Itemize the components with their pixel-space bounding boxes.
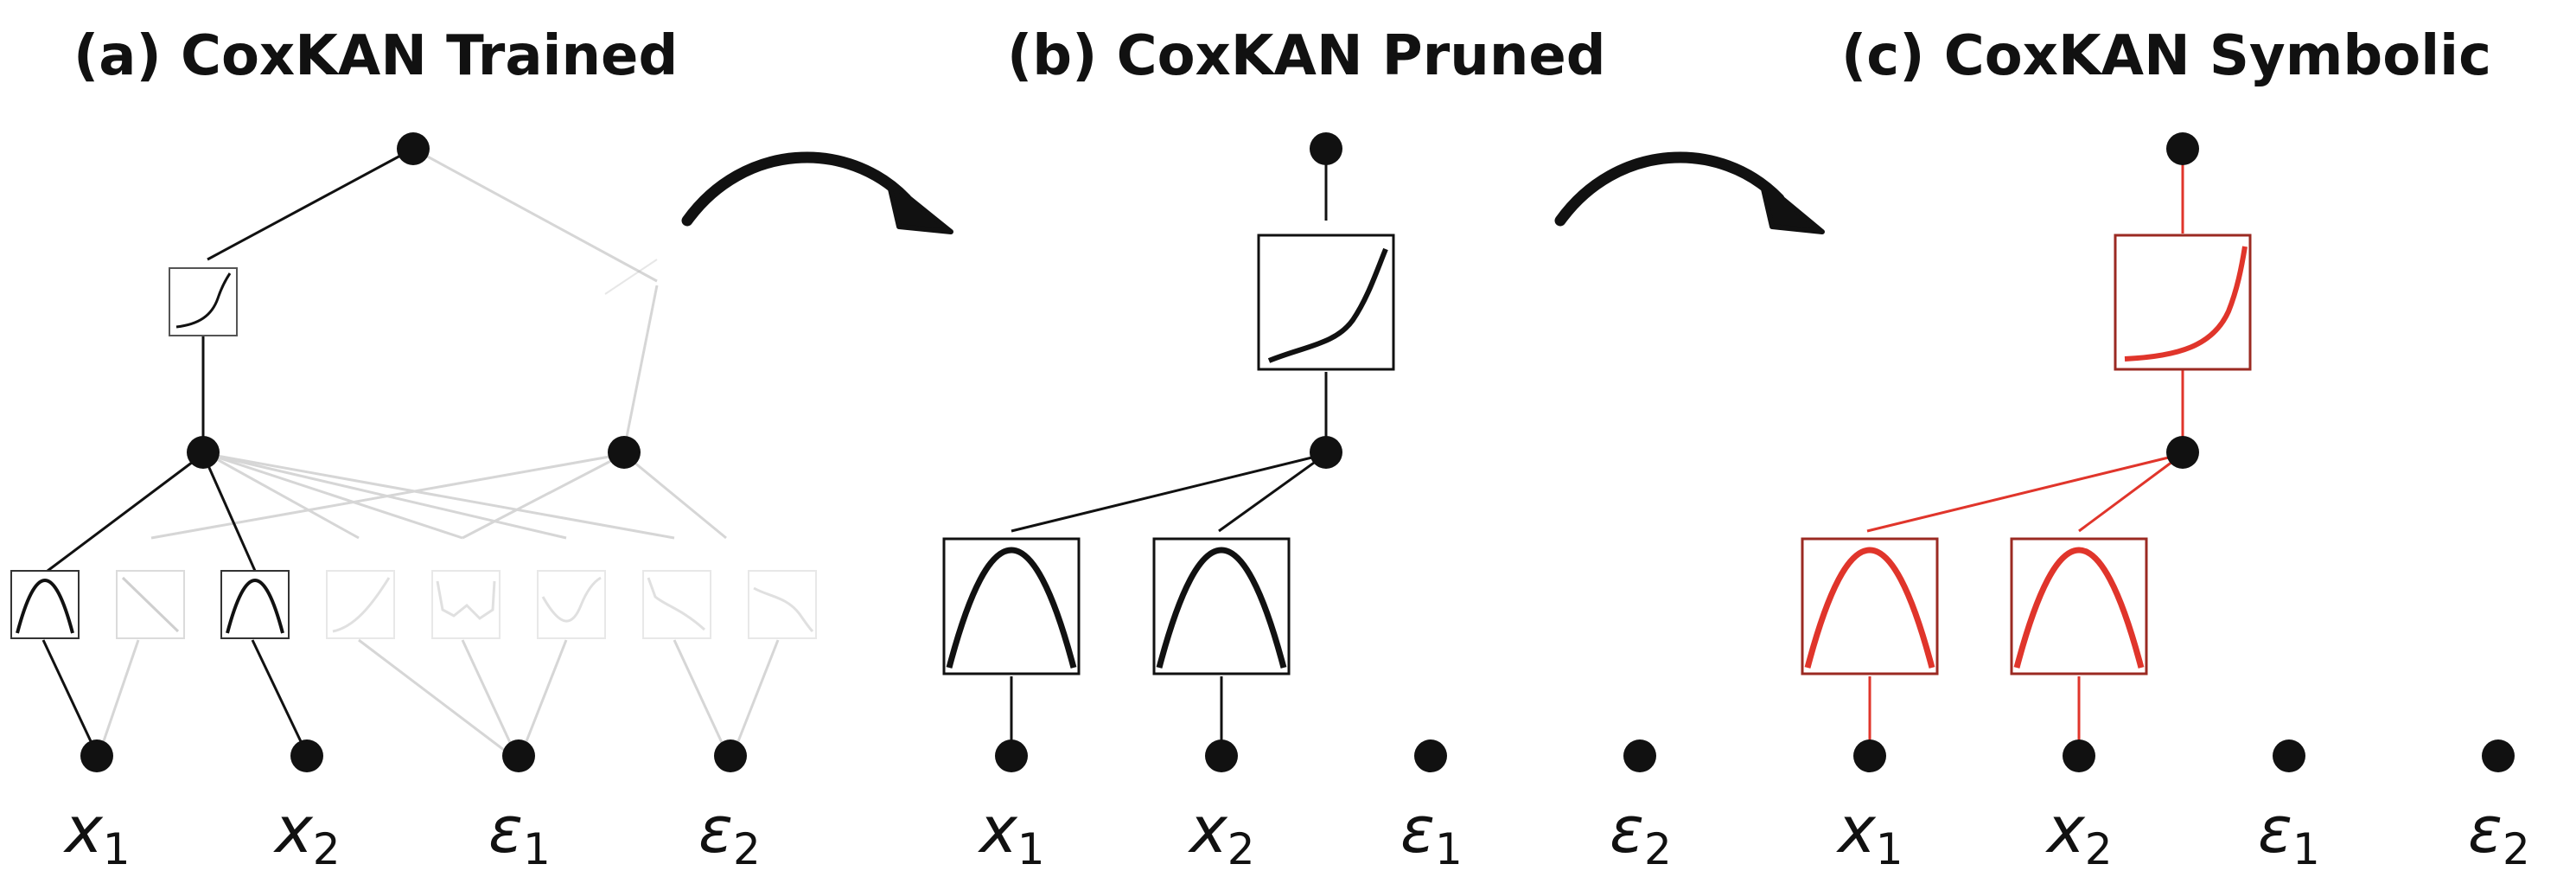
input-label-x2: x2 [273,793,341,874]
input-label-x2: x2 [1188,793,1255,874]
parabola-icon [1152,537,1291,675]
hidden-node [608,436,641,469]
input-label-x1: x1 [978,793,1045,874]
panel-a-dark-edges [41,147,414,755]
input-node [2273,739,2305,772]
faint-curve-icon [431,570,501,639]
input-node [995,739,1028,772]
input-label-eps2: ε2 [1610,793,1672,874]
input-label-eps2: ε2 [698,793,761,874]
panel-c-title: (c) CoxKAN Symbolic [1841,24,2491,88]
parabola-icon [10,570,80,639]
parabola-icon [1801,537,1939,675]
exponential-icon [2114,234,2252,371]
input-node [2063,739,2095,772]
hidden-node [187,436,220,469]
faint-curve-icon [326,570,395,639]
input-node [714,739,747,772]
panel-a-nodes [80,132,747,772]
input-label-x2: x2 [2045,793,2113,874]
input-node [2482,739,2515,772]
input-label-eps1: ε1 [488,793,551,874]
panel-b-title: (b) CoxKAN Pruned [1007,24,1606,88]
parabola-icon [942,537,1081,675]
panel-c-symbolic: x1 x2 ε1 ε2 [1801,132,2530,874]
input-node [502,739,535,772]
panel-c-nodes [1853,132,2515,772]
sigmoid-icon [1257,234,1395,371]
output-node [397,132,430,165]
panel-b-edges [1010,149,1328,752]
input-label-eps1: ε1 [1400,793,1463,874]
input-node [80,739,113,772]
faint-curve-icon [642,570,711,639]
parabola-icon [220,570,290,639]
panel-a-activation-box-sigmoid [169,267,238,336]
panel-a-title: (a) CoxKAN Trained [73,24,678,88]
panel-b-nodes [995,132,1656,772]
output-node [2166,132,2199,165]
parabola-icon [2010,537,2148,675]
input-node [1414,739,1447,772]
input-label-eps1: ε1 [2258,793,2320,874]
panel-a-activation-boxes [10,570,817,639]
input-label-x1: x1 [1836,793,1903,874]
input-node [290,739,323,772]
input-node [1623,739,1656,772]
panel-a-faint-edges [95,147,780,763]
output-node [1310,132,1342,165]
arrow-curved-right-icon [681,151,953,234]
arrow-curved-right-icon [1554,151,1825,234]
panel-a-activation-box-faint [604,259,658,295]
input-node [1853,739,1886,772]
panel-a-trained: x1 x2 ε1 ε2 [10,132,817,874]
input-label-x1: x1 [63,793,131,874]
input-label-eps2: ε2 [2468,793,2530,874]
input-node [1205,739,1238,772]
faint-curve-icon [537,570,606,639]
linear-icon [116,570,185,639]
hidden-node [1310,436,1342,469]
panel-b-pruned: x1 x2 ε1 ε2 [942,132,1672,874]
hidden-node [2166,436,2199,469]
faint-curve-icon [748,570,817,639]
